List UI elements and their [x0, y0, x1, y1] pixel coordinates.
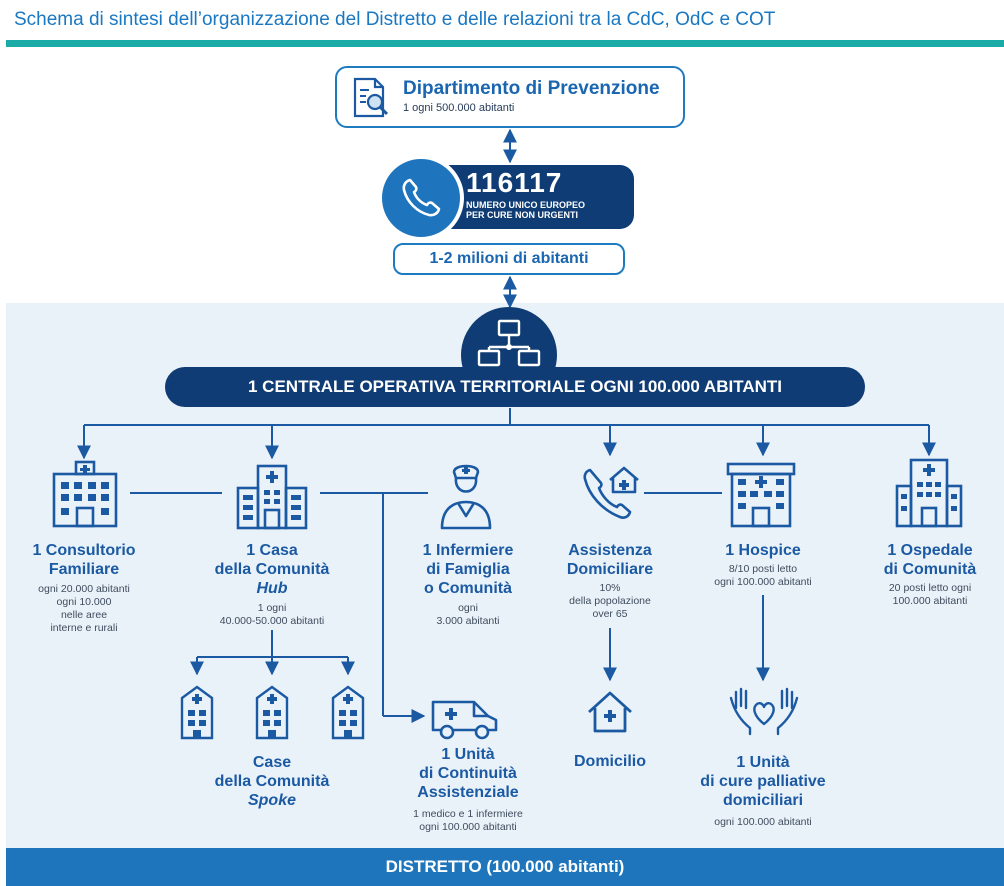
numero-description: NUMERO UNICO EUROPEO PER CURE NON URGENT… [466, 200, 585, 220]
infermiere-line-3: o Comunità [424, 580, 512, 597]
nurse-icon [440, 464, 492, 530]
page-title: Schema di sintesi dell’organizzazione de… [14, 9, 776, 30]
uca-label: 1 Unità di Continuità Assistenziale [398, 745, 538, 802]
casa-line-1: 1 Casa [246, 542, 298, 559]
ambulance-icon [431, 700, 498, 740]
phone-icon [402, 178, 441, 217]
palliative-line-2: di cure palliative [700, 773, 826, 790]
hospice-sub-1: 8/10 posti letto [728, 563, 798, 575]
home-icon [588, 691, 632, 733]
spoke-word: Spoke [247, 792, 296, 809]
document-search-icon [353, 77, 389, 118]
hospice-sub: 8/10 posti letto ogni 100.000 abitanti [683, 563, 843, 589]
assistenza-label: Assistenza Domiciliare [545, 541, 675, 579]
phone-circle [378, 155, 464, 241]
consultorio-label: 1 Consultorio Familiare [14, 541, 154, 579]
casa-line-2: della Comunità [214, 561, 330, 578]
domicilio-label: Domicilio [573, 753, 646, 770]
casa-comunita-icon [236, 464, 308, 530]
consultorio-sub: ogni 20.000 abitanti ogni 10.000 nelle a… [14, 583, 154, 635]
infermiere-line-2: di Famiglia [426, 561, 510, 578]
numero-line-1: NUMERO UNICO EUROPEO [466, 200, 586, 210]
casa-hub-word: Hub [256, 580, 288, 597]
prevenzione-subtitle: 1 ogni 500.000 abitanti [403, 102, 515, 114]
assistenza-sub-1: 10% [599, 582, 621, 594]
casa-spoke-icon [180, 685, 214, 740]
hospice-building-icon [726, 462, 796, 528]
casa-spoke-icon [255, 685, 289, 740]
palliative-line-1: 1 Unità [736, 754, 790, 771]
infermiere-label: 1 Infermiere di Famiglia o Comunità [398, 541, 538, 598]
hospice-label: 1 Hospice [693, 541, 833, 560]
palliative-sub: ogni 100.000 abitanti [714, 816, 812, 828]
consultorio-sub-4: interne e rurali [50, 622, 118, 634]
distretto-footer: DISTRETTO (100.000 abitanti) [6, 848, 1004, 886]
assistenza-sub: 10% della popolazione over 65 [545, 582, 675, 621]
uca-line-3: Assistenziale [417, 784, 519, 801]
phone-home-icon [583, 466, 639, 519]
infermiere-sub-2: 3.000 abitanti [436, 615, 500, 627]
consultorio-sub-1: ogni 20.000 abitanti [38, 583, 130, 595]
infermiere-sub-1: ogni [458, 602, 478, 614]
numero-line-2: PER CURE NON URGENTI [466, 210, 579, 220]
palliative-label: 1 Unità di cure palliative domiciliari [683, 753, 843, 810]
cot-banner: 1 CENTRALE OPERATIVA TERRITORIALE OGNI 1… [165, 367, 865, 407]
ospedale-sub: 20 posti letto ogni 100.000 abitanti [858, 582, 1002, 608]
ospedale-sub-2: 100.000 abitanti [892, 595, 968, 607]
ospedale-line-1: 1 Ospedale [887, 542, 973, 559]
uca-line-1: 1 Unità [441, 746, 495, 763]
ospedale-comunita-icon [895, 458, 963, 528]
spoke-line-1: Case [252, 754, 292, 771]
hospice-line-1: 1 Hospice [725, 542, 801, 559]
infermiere-line-1: 1 Infermiere [422, 542, 514, 559]
assistenza-sub-3: over 65 [592, 608, 628, 620]
spoke-line-2: della Comunità [214, 773, 330, 790]
prevenzione-title: Dipartimento di Prevenzione [403, 78, 660, 99]
casa-hub-label: 1 Casa della Comunità Hub [197, 541, 347, 598]
uca-line-2: di Continuità [419, 765, 517, 782]
consultorio-sub-2: ogni 10.000 [56, 596, 112, 608]
uca-sub: 1 medico e 1 infermiere ogni 100.000 abi… [383, 808, 553, 834]
care-hands-icon [729, 687, 799, 736]
ospedale-sub-1: 20 posti letto ogni [888, 582, 972, 594]
network-icon [477, 319, 541, 367]
palliative-line-3: domiciliari [722, 792, 804, 809]
uca-sub-2: ogni 100.000 abitanti [419, 821, 517, 833]
abitanti-pill: 1-2 milioni di abitanti [393, 243, 625, 275]
casa-hub-sub: 1 ogni 40.000-50.000 abitanti [187, 602, 357, 628]
casa-sub-1: 1 ogni [257, 602, 287, 614]
prevenzione-box: Dipartimento di Prevenzione 1 ogni 500.0… [335, 66, 685, 128]
casa-spoke-icon [331, 685, 365, 740]
assistenza-sub-2: della popolazione [569, 595, 651, 607]
consultorio-sub-3: nelle aree [60, 609, 108, 621]
hospice-sub-2: ogni 100.000 abitanti [714, 576, 812, 588]
uca-sub-1: 1 medico e 1 infermiere [413, 808, 523, 820]
numero-unico-pill [430, 165, 634, 229]
numero-116117: 116117 [466, 167, 563, 198]
assistenza-line-1: Assistenza [568, 542, 652, 559]
ospedale-label: 1 Ospedale di Comunità [862, 541, 998, 579]
casa-sub-2: 40.000-50.000 abitanti [219, 615, 325, 627]
spoke-label: Case della Comunità Spoke [197, 753, 347, 810]
title-underline [6, 40, 1004, 47]
ospedale-line-2: di Comunità [883, 561, 977, 578]
hospital-building-icon [52, 460, 118, 528]
infermiere-sub: ogni 3.000 abitanti [398, 602, 538, 628]
consultorio-line-2: Familiare [48, 561, 120, 578]
assistenza-line-2: Domiciliare [566, 561, 654, 578]
consultorio-line-1: 1 Consultorio [32, 542, 136, 559]
